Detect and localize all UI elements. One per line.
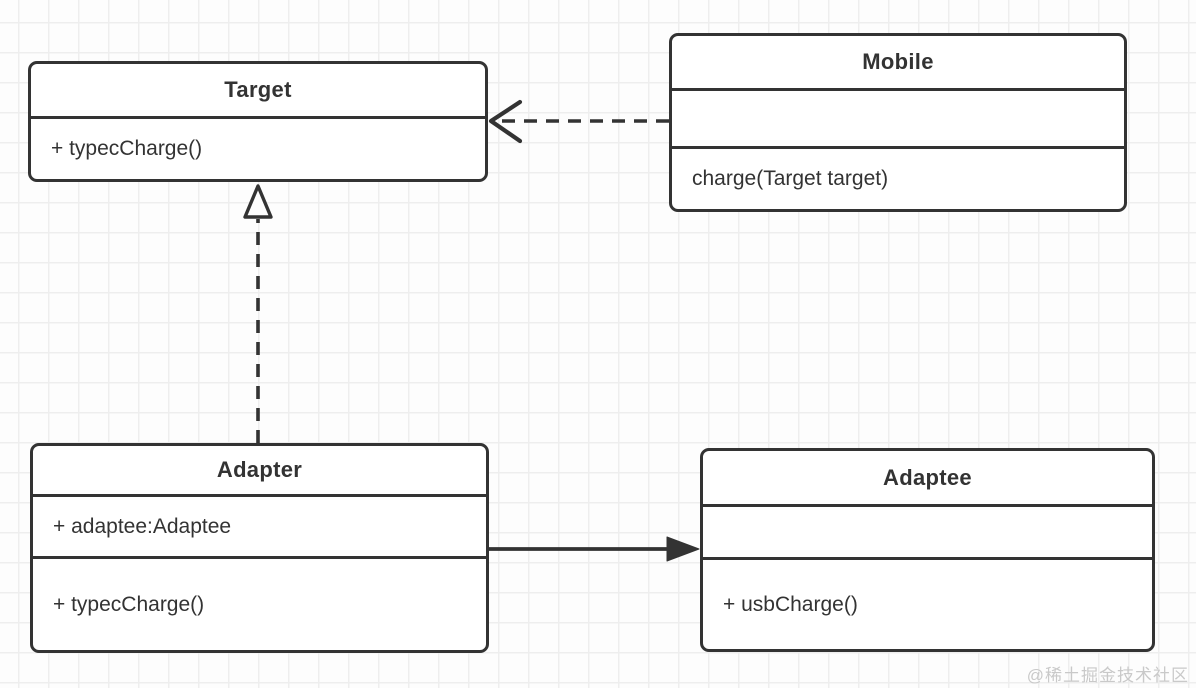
class-title-mobile: Mobile	[672, 36, 1124, 91]
class-method-adapter: + typecCharge()	[53, 592, 205, 616]
class-attributes-mobile	[672, 91, 1124, 149]
class-method-target: + typecCharge()	[51, 137, 203, 160]
watermark-text: @稀土掘金技术社区	[1026, 666, 1189, 685]
class-title-adaptee: Adaptee	[703, 451, 1152, 507]
class-method-mobile: charge(Target target)	[692, 167, 889, 190]
class-title-adapter: Adapter	[33, 446, 486, 497]
class-box-mobile: Mobile charge(Target target)	[669, 33, 1127, 212]
class-box-adaptee: Adaptee + usbCharge()	[700, 448, 1155, 652]
class-box-adapter: Adapter + adaptee:Adaptee + typecCharge(…	[30, 443, 489, 653]
dependency-arrow-mobile-to-target	[488, 99, 669, 144]
class-box-target: Target + typecCharge()	[28, 61, 488, 182]
class-method-adaptee: + usbCharge()	[723, 592, 858, 616]
association-arrow-adapter-to-adaptee	[489, 536, 700, 562]
class-attributes-adaptee	[703, 507, 1152, 560]
realization-arrow-adapter-to-target	[243, 184, 273, 443]
class-title-target: Target	[31, 64, 485, 119]
class-attribute-adapter: + adaptee:Adaptee	[33, 497, 486, 559]
